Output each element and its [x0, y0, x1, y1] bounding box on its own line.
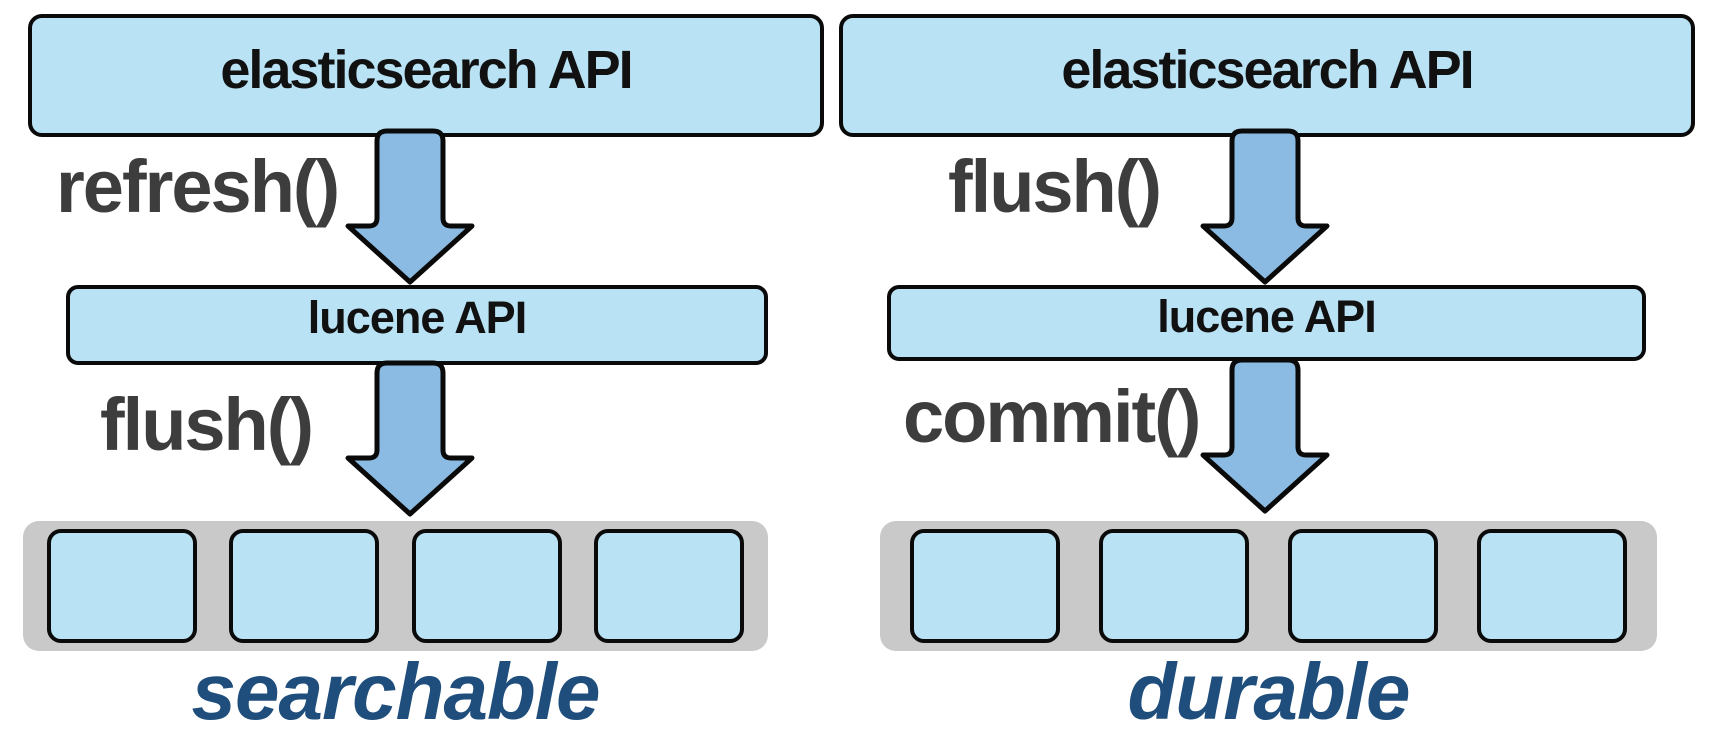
commit-call-label: commit() — [903, 375, 1201, 458]
down-arrow-icon — [1200, 128, 1330, 285]
flush-call-label-right: flush() — [948, 145, 1162, 228]
searchable-label: searchable — [191, 647, 600, 736]
lucene-api-box-right: lucene API — [887, 285, 1646, 361]
down-arrow-icon — [1200, 357, 1330, 514]
segment — [1477, 529, 1627, 643]
segment — [229, 529, 380, 643]
segment — [1288, 529, 1438, 643]
segment — [910, 529, 1060, 643]
flush-call-label-left: flush() — [100, 383, 314, 466]
segment — [1099, 529, 1249, 643]
segment — [47, 529, 197, 643]
segment — [593, 529, 744, 643]
down-arrow-icon — [345, 128, 475, 285]
segment-tray-right — [880, 521, 1657, 651]
elasticsearch-api-box-left: elasticsearch API — [28, 14, 824, 137]
down-arrow-icon — [345, 360, 475, 517]
lucene-api-box-left: lucene API — [66, 285, 768, 365]
elasticsearch-api-box-right: elasticsearch API — [839, 14, 1695, 137]
segment — [411, 529, 562, 643]
refresh-call-label: refresh() — [56, 145, 340, 228]
segment-tray-left — [23, 521, 768, 651]
durable-label: durable — [1127, 647, 1411, 736]
